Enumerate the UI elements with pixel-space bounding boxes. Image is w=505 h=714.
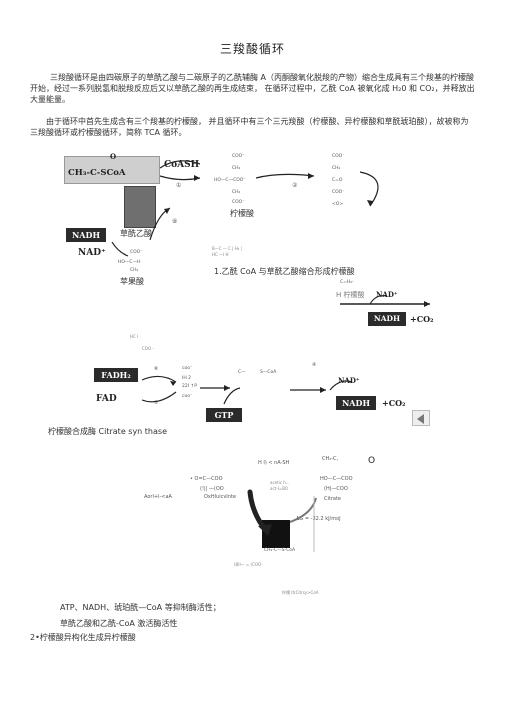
nad-plus-label-2: NAD⁺: [376, 290, 398, 299]
co2-label-2: +CO₂: [382, 398, 406, 408]
isocitrate-label: H 柠檬酸: [336, 291, 365, 299]
mech-bottom-caption: 柠檬 It(Citrsy>CoA: [282, 590, 319, 595]
succ-coo-top: coo⁻: [182, 366, 193, 371]
fragment-hc: HC I: [130, 334, 139, 339]
malate-ho-ch: HO—C—H: [118, 260, 141, 265]
nad-plus-label-1: NAD⁺: [78, 248, 106, 258]
coash-label: CoASH: [164, 160, 200, 170]
figure-1-arrows: [111, 160, 379, 257]
step-1: ①: [176, 182, 182, 189]
step-6: ⑥: [154, 366, 159, 372]
malate-ch2: CH₂: [130, 268, 139, 273]
mech-faint-1: acetic h...: [270, 480, 290, 485]
co2-label-1: +CO₂: [410, 314, 434, 324]
nadh-box-1: NADH: [66, 228, 106, 242]
step-2: ②: [292, 182, 298, 189]
succ-ih2: IH 2: [182, 376, 192, 381]
mech-top-left: H I) < nA-SH: [258, 460, 290, 466]
acetyl-coa-formula: CH₃-C-SCoA: [68, 168, 126, 178]
fragment-coo: COO -: [142, 346, 154, 351]
succ-ch2: 22I ↑P: [182, 384, 197, 389]
nad-plus-label-3: NAD⁺: [338, 376, 360, 385]
oxaloacetate-column: [124, 186, 156, 228]
citrate-label: 柠檬酸: [230, 209, 254, 218]
mech-left-3: Aorl+I-<aA: [144, 494, 172, 500]
citrate-ch2-bottom: CH₂: [232, 190, 241, 195]
fad-label: FAD: [96, 394, 117, 404]
gtp-box: GTP: [206, 408, 242, 422]
isocitrate-ch2: C=H₂-: [340, 280, 354, 285]
mech-bottom-fragment: (BII— = (COO⁻: [234, 562, 264, 567]
succcoa-scoa: S—CoA: [260, 370, 277, 375]
succ-coo-bottom: coo⁻: [182, 394, 193, 399]
note-activators: 草酰乙酸和乙酰-CoA 激活酶活性: [60, 619, 178, 628]
intro-paragraph-2: 由于循环中首先生成含有三个羧基的柠檬酸， 并且循环中有三个三元羧酸（柠檬酸、异柠…: [30, 117, 469, 137]
acetyl-coa-box: [64, 156, 160, 184]
citrate-ch2-top: CH₂: [232, 166, 241, 171]
aconitate-coo-top: COO⁻: [332, 154, 345, 159]
note-section-2: 2•柠檬酸异构化生成异柠檬酸: [30, 633, 136, 642]
aconitate-coo-bottom: COO⁻: [332, 190, 345, 195]
nadh-box-2: NADH: [368, 312, 406, 326]
mech-left-2: (!|| —(OO: [200, 486, 224, 492]
page-title: 三羧酸循环: [219, 42, 285, 56]
mechanism-arrow: [247, 489, 317, 552]
mech-left-1: • O=C—COO: [190, 476, 223, 482]
step-4: ④: [312, 362, 317, 368]
figure-2-arrows: [141, 375, 353, 405]
intro-paragraph-1: 三羧酸循环是由四碳原子的草酰乙酸与二碳原子的乙酰辅酶 A（丙酮酸氧化脱羧的产物）…: [30, 73, 475, 104]
aconitate-c-o: C=O: [332, 178, 343, 183]
malate-label: 苹果酸: [120, 277, 144, 286]
mech-faint-2: act-I=BO: [270, 486, 289, 491]
mech-delta-g: ΔG = -32.2 kJ/moJ: [296, 516, 341, 522]
fadh2-box: FADH₂: [94, 368, 138, 382]
mech-right-2: (H|—COO: [324, 486, 348, 492]
oxaloacetate-label: 草酰乙酸: [120, 229, 152, 238]
succcoa-c: C—: [238, 370, 246, 375]
aconitate-bracket: <O>: [332, 202, 344, 207]
mech-box-label: CH₂-C—S-CoA: [264, 548, 296, 553]
acetyl-o: O: [110, 152, 117, 161]
figure-citrate-synthase-mechanism: H I) < nA-SH CH₃-C, O • O=C—COO (!|| —(O…: [140, 452, 400, 602]
mech-left-4: OxHluicvInte: [204, 494, 236, 500]
nav-triangle-icon[interactable]: [412, 410, 430, 426]
caption-citrate-synthase: 柠檬酸合成酶 Citrate syn thase: [48, 427, 167, 436]
note-inhibitors: ATP、NADH、琥珀酰—CoA 等抑制酶活性；: [60, 603, 221, 612]
citrate-coo-bottom: COO⁻: [232, 200, 245, 205]
malate-coo: COO⁻: [130, 250, 143, 255]
step-8: ⑧: [172, 218, 178, 225]
isocitrate-arrow: [340, 295, 430, 307]
faded-fragment-1: B—C — C | H₂ |: [212, 246, 242, 251]
aconitate-ch2: CH₂: [332, 166, 341, 171]
mech-top-o: O: [368, 456, 376, 466]
figure-succinate-steps: FADH₂ FAD coo⁻ IH 2 22I ↑P coo⁻ GTP C— S…: [90, 360, 450, 428]
nadh-box-3: NADH: [336, 396, 376, 410]
caption-figure-1: 1.乙酰 CoA 与草酰乙酸缩合形成柠檬酸: [214, 267, 355, 276]
step-5: ⑤: [154, 400, 159, 406]
citrate-ho-c: HO—C—COO⁻: [214, 178, 246, 183]
mech-right-1: HO—C—COO: [320, 476, 353, 482]
figure-citrate-synthesis: O CH₃-C-SCoA CoASH 草酰乙酸 NADH NAD⁺ COO⁻ H…: [60, 148, 440, 286]
mech-top-right: CH₃-C,: [322, 456, 339, 462]
figure-isocitrate-oxidation: C=H₂- H 柠檬酸 NAD⁺ NADH +CO₂: [330, 280, 450, 326]
citrate-coo-top: COO⁻: [232, 154, 245, 159]
faded-fragment-2: HC —I H: [212, 252, 229, 257]
mech-right-3: Citrate: [324, 496, 341, 502]
